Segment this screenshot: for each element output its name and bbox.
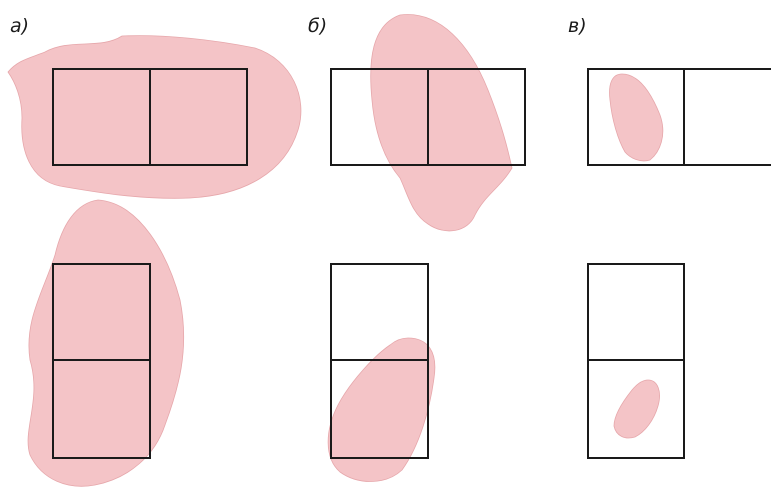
domino-v-v-cell-2 — [587, 359, 685, 459]
panel-label-v: в) — [568, 15, 587, 37]
blob-b-vertical — [327, 337, 436, 482]
blob-b-horizontal — [370, 14, 513, 232]
panel-b — [327, 14, 526, 482]
domino-b-v-cell-2 — [330, 359, 429, 459]
blob-a-vertical — [27, 199, 185, 487]
domino-v-h-cell-1 — [587, 68, 685, 166]
domino-b-h-cell-2 — [427, 68, 526, 166]
domino-v-h-cell-2 — [684, 68, 771, 166]
domino-v-v-cell-1 — [587, 263, 685, 361]
panel-a — [7, 35, 302, 487]
blob-v-horizontal — [609, 73, 664, 162]
panel-v — [587, 68, 771, 459]
domino-a-h-cell-2 — [149, 68, 248, 166]
blob-v-vertical — [613, 379, 660, 439]
panel-label-a: а) — [10, 15, 29, 37]
domino-a-v-cell-2 — [52, 359, 151, 459]
blob-a-horizontal — [7, 35, 302, 199]
panel-label-b: б) — [308, 15, 327, 37]
